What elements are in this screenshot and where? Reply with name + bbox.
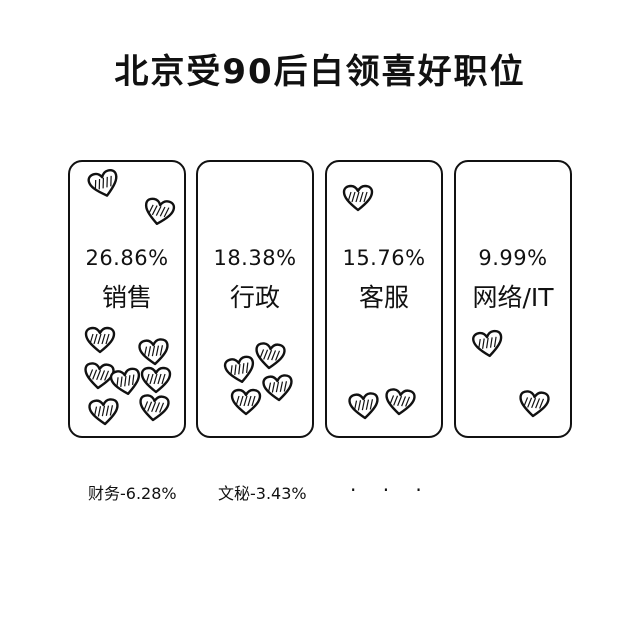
heart-icon: [139, 394, 170, 422]
heart-icon: [88, 398, 119, 426]
heart-icon: [144, 197, 176, 226]
chart-title: 北京受90后白领喜好职位: [114, 52, 526, 92]
category-card-service: 15.76% 客服: [325, 160, 443, 438]
extra-item-finance: 财务-6.28%: [88, 484, 177, 503]
heart-icon: [140, 366, 172, 394]
category-label: 销售: [101, 283, 152, 312]
heart-icon: [109, 367, 141, 396]
value-label: 15.76%: [342, 246, 426, 270]
heart-icon: [84, 326, 116, 354]
category-label: 网络/IT: [472, 283, 554, 312]
more-ellipsis: · · ·: [350, 478, 432, 502]
heart-icon: [385, 388, 416, 416]
category-card-it: 9.99% 网络/IT: [454, 160, 572, 438]
heart-icon: [519, 390, 550, 418]
heart-icon: [230, 388, 262, 416]
heart-icon: [223, 355, 255, 384]
value-label: 18.38%: [213, 246, 297, 270]
heart-icon: [87, 169, 118, 197]
heart-icon: [472, 329, 503, 358]
heart-icon: [348, 392, 379, 420]
heart-icon: [262, 374, 293, 402]
extra-item-secretary: 文秘-3.43%: [218, 484, 307, 503]
heart-icon: [84, 362, 115, 390]
category-label: 客服: [358, 283, 409, 312]
heart-icon: [342, 184, 374, 212]
value-label: 26.86%: [85, 246, 169, 270]
category-label: 行政: [229, 283, 280, 312]
heart-icon: [138, 338, 169, 366]
heart-icon: [255, 342, 286, 370]
value-label: 9.99%: [478, 246, 548, 270]
